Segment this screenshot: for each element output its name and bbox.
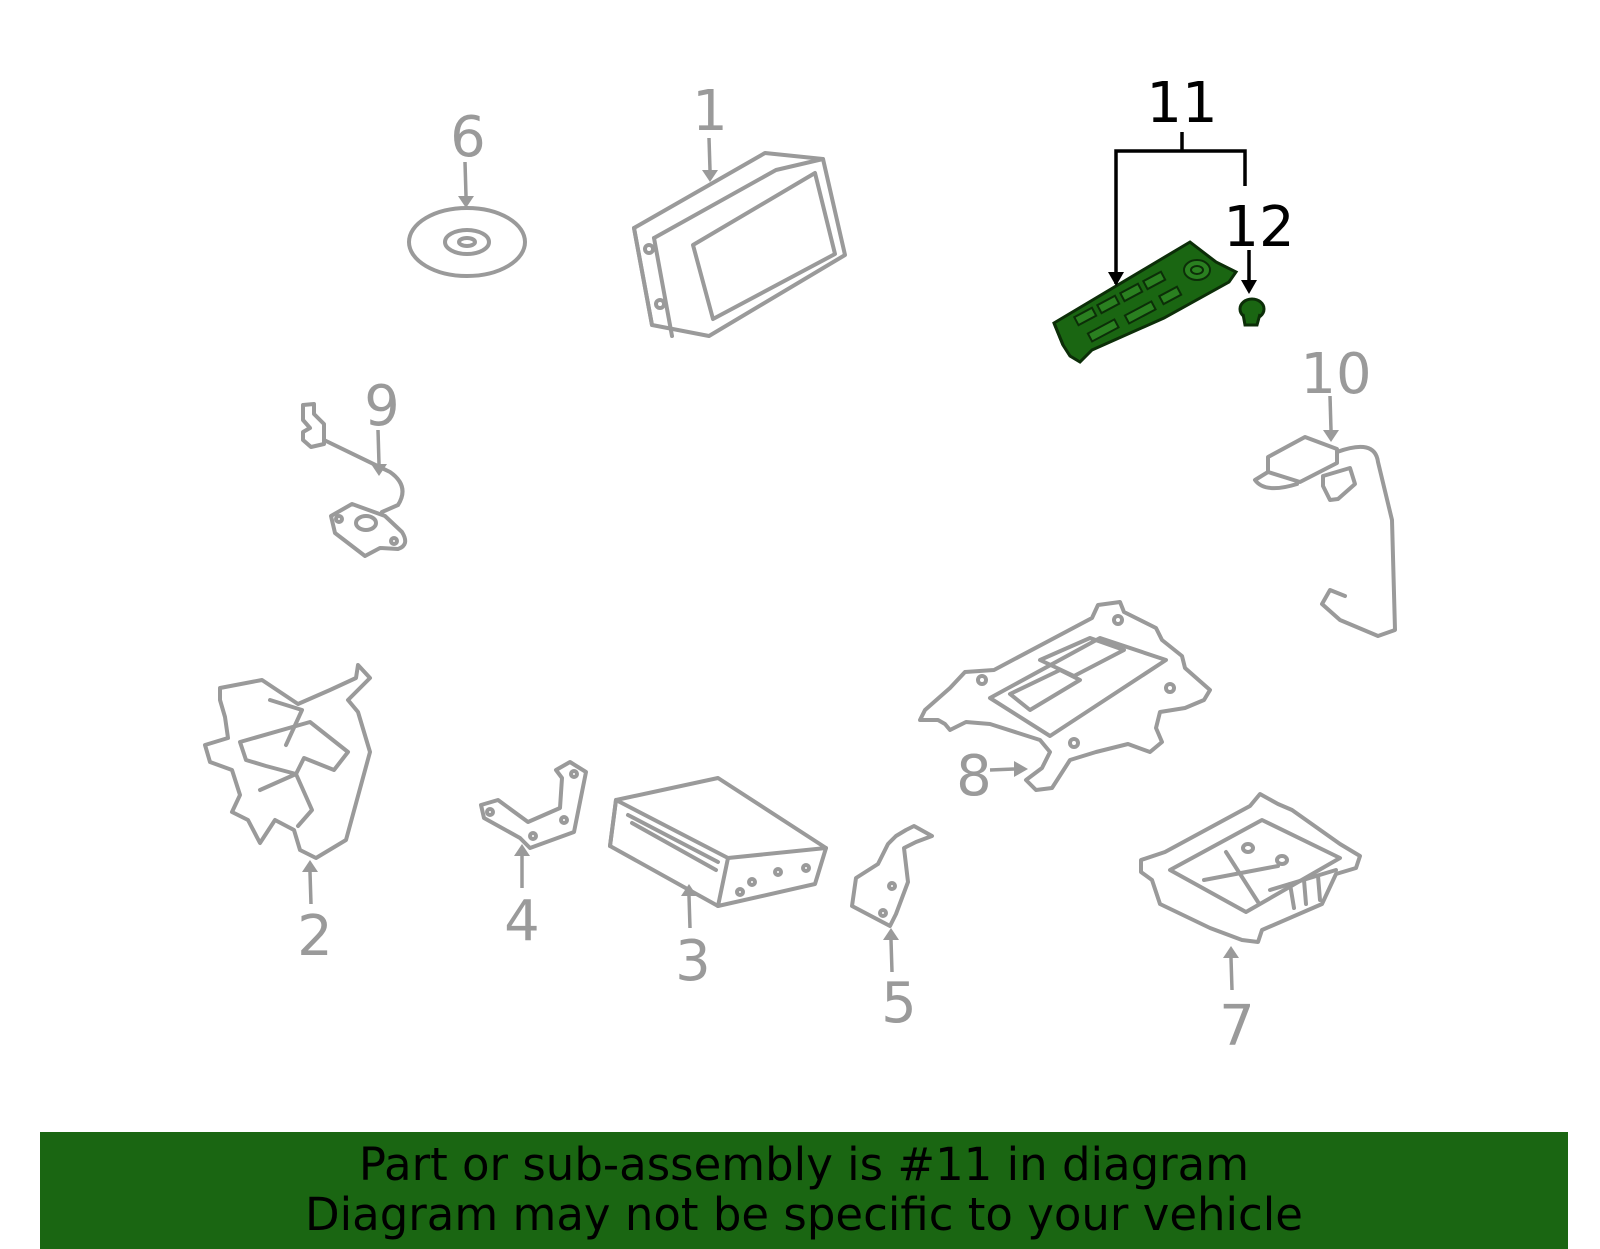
part-4-bracket[interactable] (479, 760, 588, 850)
notice-line-1: Part or sub-assembly is #11 in diagram (358, 1138, 1250, 1191)
callout-labels: 1 2 3 4 5 6 7 8 9 10 11 12 (297, 71, 1371, 1059)
part-11-control-panel[interactable] (1052, 240, 1239, 364)
part-1-display[interactable] (632, 151, 847, 338)
part-3-player-unit[interactable] (608, 776, 828, 908)
callout-5: 5 (881, 971, 917, 1036)
part-8-mounting-bracket[interactable] (918, 600, 1212, 792)
part-9-sensor[interactable] (301, 402, 408, 558)
part-10-antenna-module[interactable] (1253, 435, 1397, 638)
callout-11: 11 (1146, 71, 1217, 136)
part-2-bracket[interactable] (203, 663, 372, 860)
parts-diagram: 1 2 3 4 5 6 7 8 9 10 11 12 (203, 71, 1397, 1059)
callout-2: 2 (297, 904, 333, 969)
part-6-disc[interactable] (407, 206, 527, 278)
part-12-knob[interactable] (1238, 297, 1266, 327)
callout-3: 3 (675, 929, 711, 994)
leader-arrows (302, 137, 1339, 991)
part-5-bracket[interactable] (850, 824, 934, 928)
callout-4: 4 (504, 889, 540, 954)
notice-banner: Part or sub-assembly is #11 in diagram D… (40, 1132, 1568, 1249)
callout-12: 12 (1223, 195, 1294, 260)
callout-7: 7 (1219, 994, 1255, 1059)
callout-6: 6 (450, 105, 486, 170)
part-7-control-module[interactable] (1139, 792, 1362, 944)
highlight-arrows (1108, 132, 1257, 294)
callout-8: 8 (956, 744, 992, 809)
notice-line-2: Diagram may not be specific to your vehi… (305, 1188, 1303, 1241)
callout-1: 1 (692, 79, 728, 144)
callout-9: 9 (364, 374, 400, 439)
callout-10: 10 (1300, 342, 1371, 407)
